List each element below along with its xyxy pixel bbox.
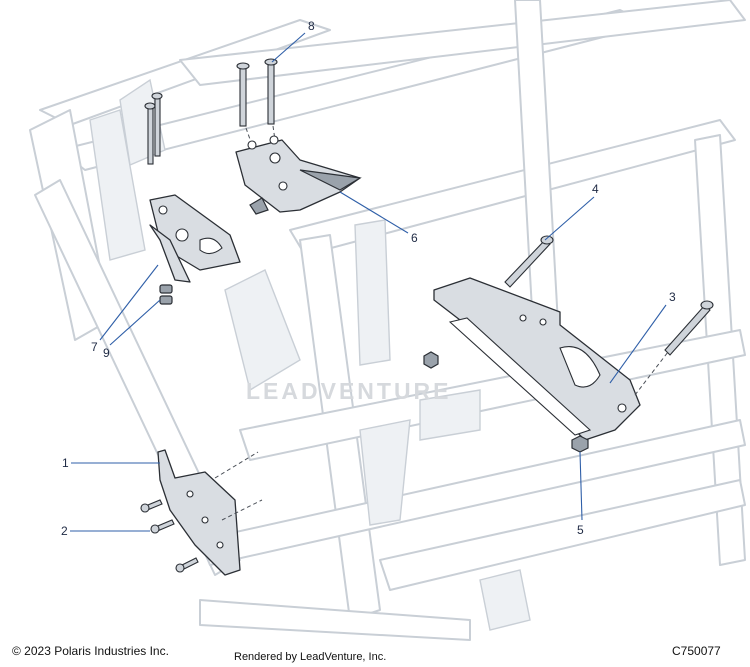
part-3-long-bracket xyxy=(433,277,714,441)
copyright-notice: © 2023 Polaris Industries Inc. xyxy=(12,644,169,658)
leadventure-watermark: LEADVENTURE xyxy=(246,378,452,404)
part-7-left-bracket xyxy=(149,194,241,305)
callout-7: 7 xyxy=(91,340,98,354)
rendered-by-credit: Rendered by LeadVenture, Inc. xyxy=(234,651,387,663)
callout-9: 9 xyxy=(103,346,110,360)
callout-2: 2 xyxy=(61,524,68,538)
leader-lines xyxy=(70,32,667,532)
callout-8: 8 xyxy=(308,19,315,33)
diagram-id: C750077 xyxy=(672,644,721,658)
part-6-upper-bracket xyxy=(235,135,362,215)
part-4-bolt xyxy=(504,235,554,288)
callout-5: 5 xyxy=(577,523,584,537)
part-1-plate xyxy=(157,449,241,576)
part-5-nut xyxy=(571,435,589,453)
callout-3: 3 xyxy=(669,290,676,304)
callout-1: 1 xyxy=(62,456,69,470)
callout-6: 6 xyxy=(411,231,418,245)
misc-nut xyxy=(423,351,439,369)
callout-4: 4 xyxy=(592,182,599,196)
part-2-screws xyxy=(140,451,263,573)
